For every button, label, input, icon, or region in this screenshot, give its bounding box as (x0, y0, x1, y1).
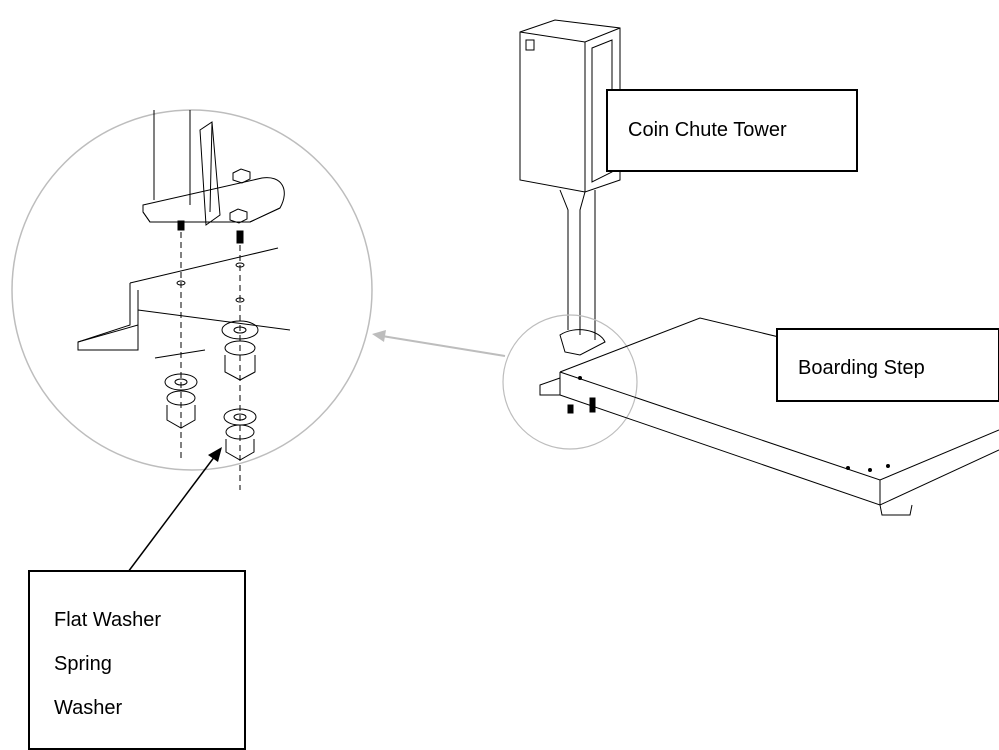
detail-circle-small (502, 314, 638, 450)
tower-pole (559, 189, 606, 356)
boarding-step-text: Boarding Step (798, 357, 925, 379)
washer-text: Washer (54, 697, 123, 719)
flat-washer-text: Flat Washer (54, 609, 162, 631)
coin-chute-box (519, 19, 621, 193)
coin-chute-tower-text: Coin Chute Tower (628, 119, 787, 141)
detail-view (11, 109, 373, 490)
main-assembly (502, 19, 999, 516)
spring-text: Spring (54, 653, 112, 675)
detail-arrow (372, 330, 506, 357)
boarding-step-label: Boarding Step (776, 328, 999, 402)
detail-circle (11, 109, 373, 471)
hardware-label: Flat Washer Spring Washer (28, 570, 246, 750)
coin-chute-tower-label: Coin Chute Tower (606, 89, 858, 172)
hardware-leader-arrow (127, 447, 222, 573)
